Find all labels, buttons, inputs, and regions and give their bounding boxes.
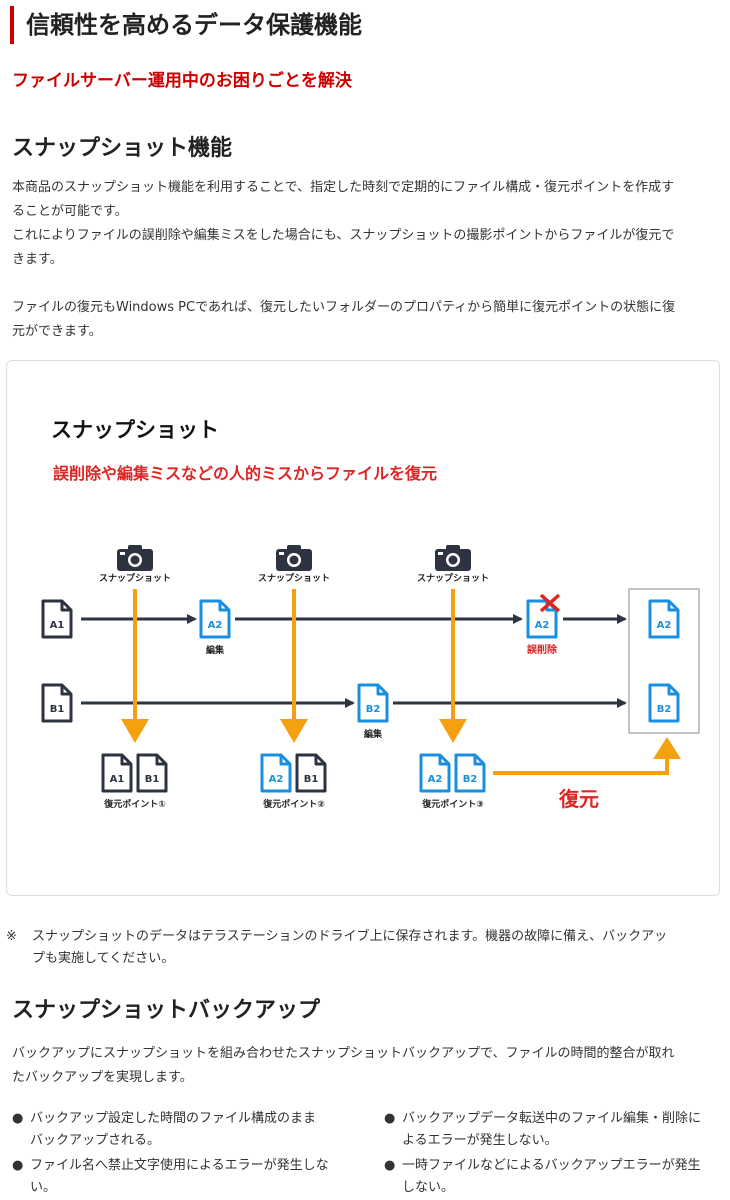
camera-icon-1 (117, 545, 153, 571)
bullet-1-line2: バックアップされる。 (30, 1133, 161, 1148)
diagram-svg: スナップショット 誤削除や編集ミスなどの人的ミスからファイルを復元 スナップショ… (41, 418, 700, 811)
backup-para-line2: たバックアップを実現します。 (12, 1070, 193, 1085)
rp2-file-a2: A2 (269, 774, 284, 785)
restore-arrow-line (493, 757, 669, 775)
snapshot-arrow-1-head (121, 719, 149, 743)
restore-point-3-label: 復元ポイント③ (421, 798, 484, 810)
backup-bullet-2: ● バックアップデータ転送中のファイル編集・削除に よるエラーが発生しない。 (384, 1108, 704, 1152)
page-title: 信頼性を高めるデータ保護機能 (10, 6, 362, 44)
bullet-dot-icon: ● (384, 1111, 396, 1126)
restore-point-2: A2 B1 (260, 753, 327, 793)
bullet-4-line2: しない。 (402, 1180, 455, 1195)
file-icon-b1 (41, 683, 73, 723)
edit-label-b: 編集 (364, 728, 383, 740)
backup-paragraph: バックアップにスナップショットを組み合わせたスナップショットバックアップで、ファ… (12, 1042, 720, 1090)
bullet-3-line2: い。 (30, 1180, 57, 1195)
backup-bullet-3: ● ファイル名へ禁止文字使用によるエラーが発生しな い。 (12, 1155, 332, 1199)
rp3-file-a2: A2 (428, 774, 443, 785)
para2-line2: 元ができます。 (12, 324, 102, 339)
bullet-1-line1: バックアップ設定した時間のファイル構成のまま (30, 1111, 317, 1126)
camera-label-2: スナップショット (258, 572, 330, 584)
file-label-a2-deleted: A2 (535, 620, 550, 631)
rp3-file-b2: B2 (463, 774, 478, 785)
file-label-a1: A1 (50, 620, 65, 631)
snapshot-heading: スナップショット機能 (12, 136, 233, 161)
para1-line2: ることが可能です。 (12, 204, 128, 219)
diagram-subtitle: 誤削除や編集ミスなどの人的ミスからファイルを復元 (53, 464, 437, 483)
snapshot-paragraph-1: 本商品のスナップショット機能を利用することで、指定した時刻で定期的にファイル構成… (12, 176, 720, 272)
file-icon-a1 (41, 599, 73, 639)
restore-label: 復元 (558, 787, 599, 811)
restore-point-3: A2 B2 (419, 753, 486, 793)
bullet-4-line1: 一時ファイルなどによるバックアップエラーが発生 (402, 1158, 701, 1173)
camera-label-3: スナップショット (417, 572, 489, 584)
restore-point-2-label: 復元ポイント② (262, 798, 325, 810)
rp1-file-b1: B1 (145, 774, 160, 785)
backup-bullet-4: ● 一時ファイルなどによるバックアップエラーが発生 しない。 (384, 1155, 704, 1199)
backup-bullet-1: ● バックアップ設定した時間のファイル構成のまま バックアップされる。 (12, 1108, 332, 1152)
backup-para-line1: バックアップにスナップショットを組み合わせたスナップショットバックアップで、ファ… (12, 1046, 675, 1061)
bullet-dot-icon: ● (12, 1111, 24, 1126)
bullet-dot-icon: ● (384, 1158, 396, 1173)
bullet-2-line2: よるエラーが発生しない。 (402, 1133, 558, 1148)
footnote-line2: プも実施してください。 (32, 951, 175, 966)
snapshot-arrow-2-head (280, 719, 308, 743)
file-label-b2-result: B2 (657, 704, 672, 715)
file-icon-a2-edit (199, 599, 231, 639)
page-subtitle: ファイルサーバー運用中のお困りごとを解決 (12, 71, 352, 91)
delete-label: 誤削除 (527, 643, 558, 656)
delete-x-icon (539, 593, 561, 613)
bullet-2-line1: バックアップデータ転送中のファイル編集・削除に (402, 1111, 702, 1126)
snapshot-arrow-3-head (439, 719, 467, 743)
footnote-line1: スナップショットのデータはテラステーションのドライブ上に保存されます。機器の故障… (32, 929, 668, 944)
snapshot-diagram: スナップショット 誤削除や編集ミスなどの人的ミスからファイルを復元 スナップショ… (6, 360, 720, 896)
footnote: ※ スナップショットのデータはテラステーションのドライブ上に保存されます。機器の… (6, 926, 718, 970)
camera-icon-2 (276, 545, 312, 571)
file-label-a2-result: A2 (657, 620, 672, 631)
file-label-a2-edit: A2 (208, 620, 223, 631)
rp2-file-b1: B1 (304, 774, 319, 785)
file-icon-b2-result (648, 683, 680, 723)
restore-point-1-label: 復元ポイント① (103, 798, 166, 810)
edit-label-a: 編集 (206, 644, 225, 656)
footnote-mark: ※ (6, 929, 17, 944)
file-label-b2-edit: B2 (366, 704, 381, 715)
para1-line1: 本商品のスナップショット機能を利用することで、指定した時刻で定期的にファイル構成… (12, 180, 675, 195)
file-label-b1: B1 (50, 704, 65, 715)
para1-line4: きます。 (12, 252, 63, 267)
para2-line1: ファイルの復元もWindows PCであれば、復元したいフォルダーのプロパティか… (12, 300, 676, 315)
bullet-dot-icon: ● (12, 1158, 24, 1173)
restore-point-1: A1 B1 (101, 753, 168, 793)
camera-label-1: スナップショット (99, 572, 171, 584)
backup-heading: スナップショットバックアップ (12, 998, 321, 1023)
camera-icon-3 (435, 545, 471, 571)
rp1-file-a1: A1 (110, 774, 125, 785)
snapshot-paragraph-2: ファイルの復元もWindows PCであれば、復元したいフォルダーのプロパティか… (12, 296, 720, 344)
file-icon-a2-result (648, 599, 680, 639)
restore-arrow-head (653, 737, 681, 759)
para1-line3: これによりファイルの誤削除や編集ミスをした場合にも、スナップショットの撮影ポイン… (12, 228, 675, 243)
diagram-title: スナップショット (51, 418, 219, 442)
bullet-3-line1: ファイル名へ禁止文字使用によるエラーが発生しな (30, 1158, 329, 1173)
file-icon-b2-edit (357, 683, 389, 723)
